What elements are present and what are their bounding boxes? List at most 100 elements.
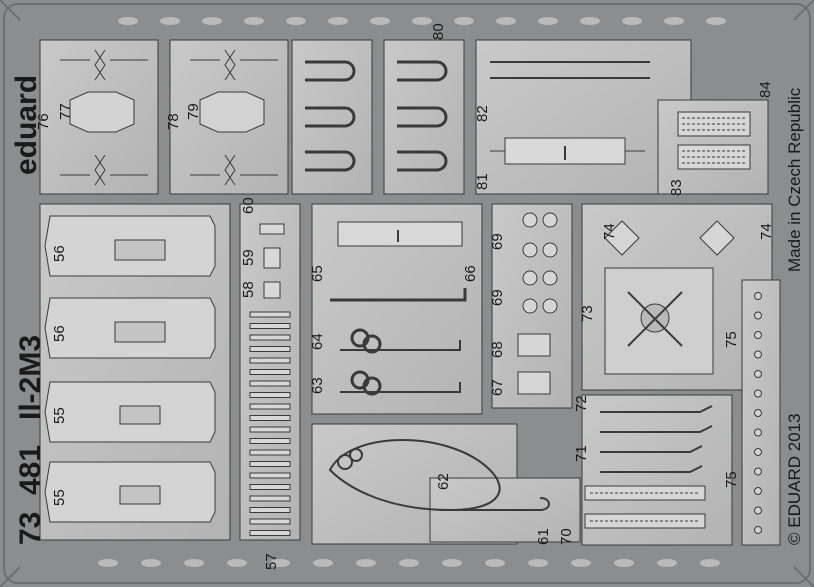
gear-part <box>542 298 558 314</box>
ladder-rung <box>249 346 291 352</box>
part-number-61: 61 <box>535 528 552 545</box>
part-number-84: 84 <box>757 81 774 98</box>
rivet <box>754 526 762 534</box>
ladder-rung <box>249 484 291 490</box>
vent-hole <box>580 17 600 25</box>
part-group-76-79 <box>39 39 289 195</box>
part-group-81-82 <box>475 39 692 195</box>
ladder-rung <box>249 472 291 479</box>
vent-hole <box>614 559 634 567</box>
vent-hole <box>485 559 505 567</box>
part-number-68: 68 <box>489 341 506 358</box>
gear-part <box>542 212 558 228</box>
rivet <box>754 487 762 495</box>
part-number-80: 80 <box>430 23 447 40</box>
gear-part <box>522 298 538 314</box>
vent-hole <box>399 559 419 567</box>
vent-hole <box>313 559 333 567</box>
rivet <box>754 370 762 378</box>
vent-hole <box>202 17 222 25</box>
vent-hole <box>270 559 290 567</box>
rivet <box>754 292 762 300</box>
set-code: 481 <box>14 445 47 495</box>
vent-hole <box>657 559 677 567</box>
vent-hole <box>571 559 591 567</box>
ladder-rung <box>249 461 291 467</box>
part-group-80 <box>291 39 465 195</box>
part-number-55a: 55 <box>51 407 68 424</box>
part-number-63: 63 <box>309 377 326 394</box>
part-number-65: 65 <box>309 265 326 282</box>
ladder-rung <box>249 357 291 364</box>
ladder-rung <box>249 334 291 341</box>
ladder-rung <box>249 507 291 513</box>
part-number-62: 62 <box>435 473 452 490</box>
vent-hole <box>370 17 390 25</box>
part-group-67-69 <box>491 203 573 409</box>
part-number-66: 66 <box>462 265 479 282</box>
fret-border <box>3 3 811 584</box>
rivet <box>754 389 762 398</box>
part-number-70: 70 <box>558 528 575 545</box>
vent-hole <box>664 17 684 25</box>
ladder-rung <box>249 495 291 502</box>
gear-part <box>522 212 538 228</box>
part-group-55-56 <box>39 203 231 541</box>
vent-hole <box>184 559 204 567</box>
part-number-71: 71 <box>573 445 590 462</box>
part-number-69a: 69 <box>489 289 506 306</box>
part-number-74b: 74 <box>758 223 775 240</box>
vent-holes-bottom <box>98 559 720 567</box>
ladder-rung <box>249 392 291 398</box>
part-number-69b: 69 <box>489 233 506 250</box>
vent-hole <box>356 559 376 567</box>
vent-hole <box>496 17 516 25</box>
ladder-rung <box>249 426 291 433</box>
ladder-rung <box>249 311 291 318</box>
model-name: Il-2M3 <box>14 335 47 420</box>
brand-logo-text: eduard <box>10 75 43 175</box>
ladder-rung <box>249 369 291 375</box>
part-number-56b: 56 <box>51 325 68 342</box>
vent-hole <box>706 17 726 25</box>
rivet <box>754 350 762 359</box>
part-number-81: 81 <box>474 173 491 190</box>
gear-part <box>522 242 538 258</box>
vent-hole <box>454 17 474 25</box>
part-number-56a: 56 <box>51 245 68 262</box>
rivet <box>754 448 762 456</box>
ladder-rung <box>249 438 291 444</box>
part-number-74a: 74 <box>601 223 618 240</box>
vent-hole <box>286 17 306 25</box>
part-number-labels: 76 77 78 79 80 81 82 83 84 56 56 55 55 5… <box>35 23 775 570</box>
gear-part <box>542 242 558 258</box>
rivet <box>754 506 762 515</box>
vent-hole <box>328 17 348 25</box>
vent-hole <box>244 17 264 25</box>
vent-hole <box>227 559 247 567</box>
part-number-75b: 75 <box>723 471 740 488</box>
rivet <box>754 311 762 320</box>
part-group-63-66 <box>311 203 483 415</box>
ladder-rung <box>249 530 291 536</box>
part-number-77: 77 <box>57 103 74 120</box>
vent-hole <box>98 559 118 567</box>
part-number-58: 58 <box>240 281 257 298</box>
vent-holes-top <box>118 17 726 25</box>
vent-hole <box>442 559 462 567</box>
part-number-60: 60 <box>240 197 257 214</box>
ladder-rung <box>249 403 291 410</box>
part-number-75a: 75 <box>723 331 740 348</box>
part-group-75 <box>741 279 781 546</box>
ladder-rung <box>249 449 291 456</box>
gear-part <box>522 270 538 286</box>
part-group-57-60 <box>239 203 301 541</box>
part-number-78: 78 <box>165 113 182 130</box>
rivet <box>754 331 762 339</box>
set-number: 73 <box>14 512 47 545</box>
rivet <box>754 428 762 437</box>
ladder-rung <box>249 518 291 525</box>
ladder-rung <box>249 323 291 329</box>
part-number-72: 72 <box>573 395 590 412</box>
